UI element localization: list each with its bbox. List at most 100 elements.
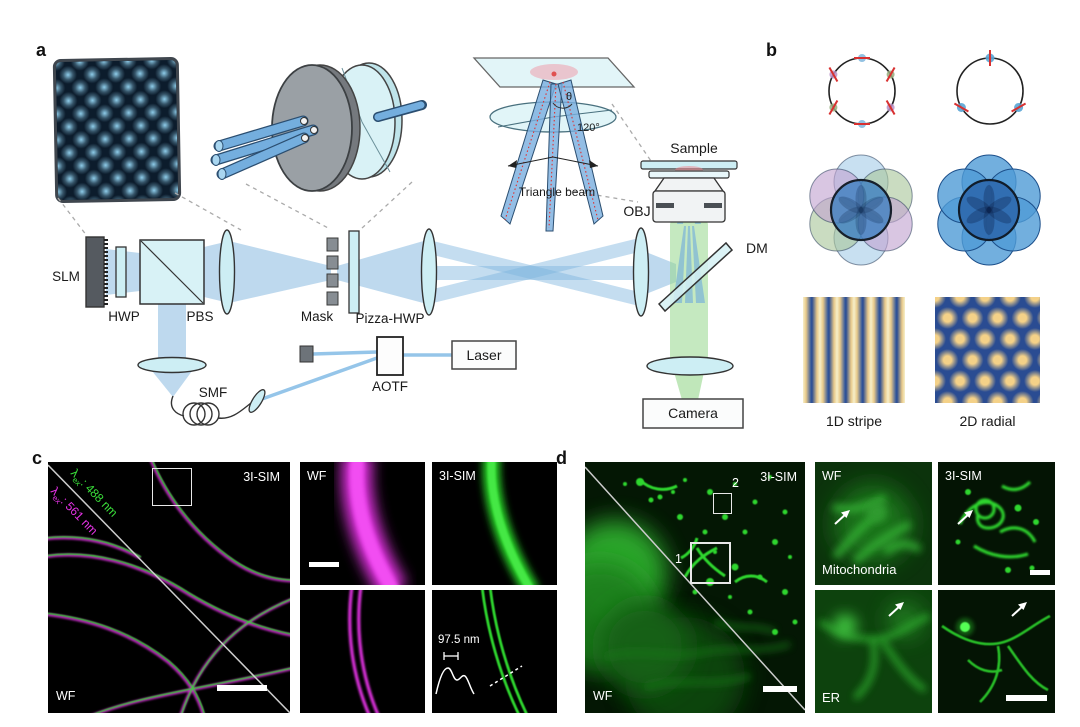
sim-label: 3I-SIM: [760, 470, 797, 484]
triangle-beams: [500, 79, 604, 232]
smf-label: SMF: [199, 385, 228, 400]
pupil-polarization-3beam: [953, 50, 1027, 125]
cone-angle-label: 120°: [577, 122, 600, 134]
stripe-pattern-image: [803, 297, 905, 403]
arrow-icon: [1011, 602, 1027, 617]
roi-box-2: [713, 493, 732, 514]
scale-bar: [763, 686, 797, 692]
triangle-base-lines: [507, 156, 599, 167]
camera-label: Camera: [668, 405, 718, 421]
relay-lens-2: [420, 228, 438, 316]
sim-label: 3I-SIM: [243, 470, 280, 484]
smf-fiber: [170, 395, 252, 426]
arrow-icon: [957, 510, 973, 525]
wheel-axle: [374, 101, 425, 121]
scale-bar: [217, 685, 267, 691]
aotf-label: AOTF: [372, 379, 408, 394]
arrow-icon: [834, 510, 850, 525]
mask-holes: [300, 117, 318, 142]
polarization-ticks: [828, 57, 896, 125]
hwp-label: HWP: [108, 309, 140, 324]
pupil-polarization-6beam: [828, 54, 896, 128]
sim-label: 3I-SIM: [945, 469, 982, 483]
panel-b-letter: b: [766, 40, 777, 60]
mask-wheel-inset: [210, 62, 427, 192]
camera-box: [642, 398, 744, 429]
laser-label: Laser: [466, 347, 501, 363]
otf-coverage-multicolor: [809, 154, 913, 266]
objective: [652, 190, 726, 223]
panel-c-letter: c: [32, 448, 43, 468]
beam-axis-dotted-lines: [504, 81, 599, 229]
theta-label: θ: [566, 91, 572, 103]
mask-apertures: [326, 237, 339, 306]
wf-label: WF: [307, 469, 327, 483]
roi-box: [152, 468, 192, 506]
wf-sim-divider-line: [48, 464, 290, 713]
aotf-box: [376, 336, 404, 376]
profile-cut-line: [489, 665, 523, 687]
fiber-focus-lens: [137, 356, 207, 374]
slm-label: SLM: [52, 269, 80, 284]
sim-puncta: [623, 475, 798, 635]
radial-pattern-image: [935, 297, 1040, 403]
wf-sim-divider-line: [585, 466, 805, 711]
wf-label: WF: [593, 689, 613, 703]
stripe-pattern-label: 1D stripe: [825, 413, 883, 429]
panel-d-inset-sim-mito: 3I-SIM: [938, 462, 1055, 585]
scale-bar: [1006, 695, 1047, 701]
panel-d-inset-wf-er: ER: [815, 590, 932, 713]
wf-label: WF: [822, 469, 842, 483]
relay-lens-1: [218, 229, 236, 315]
dichroic-mirror: [657, 241, 734, 313]
triangle-beam-inset: θ 120° Triangle beam: [472, 57, 636, 232]
slm-device: [85, 236, 105, 308]
dm-label: DM: [746, 240, 768, 256]
scale-bar: [1030, 570, 1050, 575]
triangle-beam-label: Triangle beam: [519, 185, 595, 199]
panel-c-inset-sim-green: 3I-SIM: [432, 462, 557, 585]
microtubule-filaments: [48, 462, 290, 713]
pizza-hwp-plate: [348, 230, 360, 314]
tube-lens: [646, 356, 734, 376]
otf-coverage-blue: [937, 154, 1041, 266]
inset-connector-lines: [57, 103, 652, 237]
panel-a-labels: SLM HWP PBS Mask Pizza-HWP SMF AOTF Lase…: [52, 140, 768, 421]
panel-d-inset-wf-mito: WF Mitochondria: [815, 462, 932, 585]
fiber-coupling-beams: [261, 350, 452, 401]
panel-c-main-image: λex: 488 nm λex: 561 nm 3I-SIM WF: [48, 462, 290, 713]
polarization-ticks: [953, 50, 1027, 113]
beam-rods: [210, 115, 319, 180]
optical-setup-diagram: θ 120° Triangle beam: [52, 50, 1041, 429]
beam-dump: [299, 345, 314, 363]
panel-c-inset-magenta-zoom: [300, 590, 425, 713]
mask-label: Mask: [301, 309, 334, 324]
panel-a-letter: a: [36, 40, 47, 60]
mitochondria-label: Mitochondria: [822, 562, 897, 577]
mitochondria-network: [585, 462, 805, 713]
er-label: ER: [822, 690, 841, 705]
optical-components: [85, 160, 744, 429]
roi-2-label: 2: [732, 476, 739, 490]
roi-1-label: 1: [675, 552, 682, 566]
laser-box: [451, 340, 517, 370]
arrow-icon: [888, 602, 904, 617]
scale-bar: [309, 562, 339, 567]
pbs-label: PBS: [186, 309, 213, 324]
panel-c-inset-green-zoom: 97.5 nm: [432, 590, 557, 713]
sim-label: 3I-SIM: [439, 469, 476, 483]
roi-box-1: [690, 542, 731, 584]
wf-label: WF: [56, 689, 76, 703]
relay-lens-3: [632, 227, 650, 317]
pizza-hwp-label: Pizza-HWP: [355, 311, 424, 326]
obj-label: OBJ: [623, 203, 650, 219]
fiber-collimator-lens: [248, 389, 266, 413]
panel-d-letter: d: [556, 448, 567, 468]
measurement-arrow: [443, 652, 459, 660]
panel-d-inset-sim-er: [938, 590, 1055, 713]
intensity-profile-curve: [435, 667, 475, 695]
sample-label: Sample: [670, 140, 718, 156]
radial-pattern-label: 2D radial: [959, 413, 1016, 429]
panel-d-main-image: 2 1 3I-SIM WF: [585, 462, 805, 713]
